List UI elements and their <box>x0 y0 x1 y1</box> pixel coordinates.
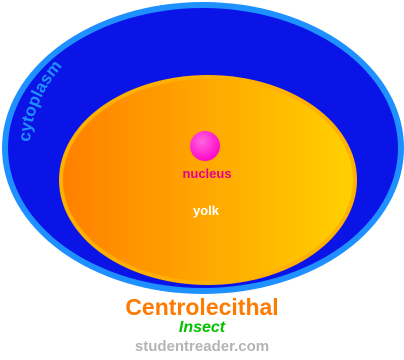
nucleus-circle <box>190 131 220 161</box>
diagram-subtitle: Insect <box>0 319 404 337</box>
diagram-title: Centrolecithal <box>0 294 404 320</box>
source-credit: studentreader.com <box>0 338 404 356</box>
yolk-label: yolk <box>193 203 220 218</box>
nucleus-label: nucleus <box>182 166 231 181</box>
